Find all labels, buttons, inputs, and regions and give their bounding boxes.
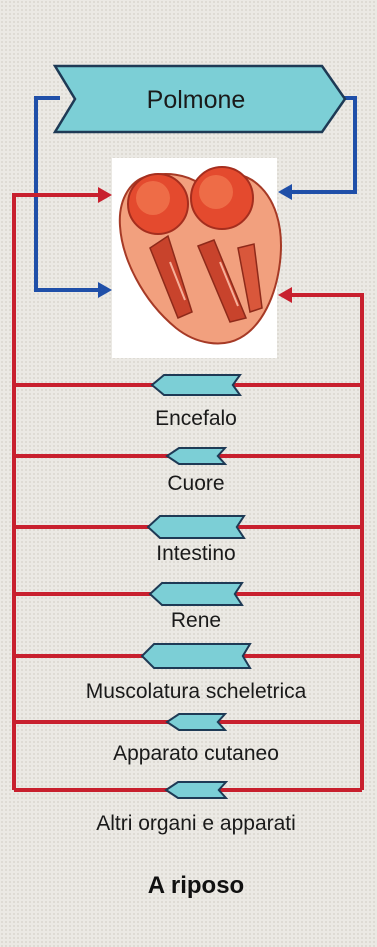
organ-row: Altri organi e apparati <box>14 782 362 835</box>
organ-label: Muscolatura scheletrica <box>86 680 307 703</box>
lung-banner: Polmone <box>55 66 345 132</box>
arterial-right-trunk <box>290 295 362 790</box>
organ-band <box>167 714 225 730</box>
heart-icon <box>112 158 281 358</box>
arrow-left-atrium-blue <box>98 282 112 298</box>
organ-band <box>150 583 242 605</box>
organ-row: Rene <box>14 583 362 632</box>
organ-label: Cuore <box>167 472 224 495</box>
organ-row: Muscolatura scheletrica <box>14 644 362 703</box>
organ-band <box>166 782 226 798</box>
arrow-left-heart-red <box>98 187 112 203</box>
organ-row: Cuore <box>14 448 362 495</box>
organ-band <box>142 644 250 668</box>
arrow-right-atrium-blue <box>278 184 292 200</box>
organ-band <box>148 516 244 538</box>
organ-row: Intestino <box>14 516 362 565</box>
lung-label: Polmone <box>147 86 246 114</box>
organ-label: Altri organi e apparati <box>96 812 296 835</box>
arrow-right-heart-red <box>278 287 292 303</box>
organ-label: Rene <box>171 609 221 632</box>
footer-title: A riposo <box>148 872 244 899</box>
organ-band <box>167 448 225 464</box>
organ-row: Encefalo <box>14 375 362 430</box>
organ-label: Apparato cutaneo <box>113 742 279 765</box>
organ-row: Apparato cutaneo <box>14 714 362 765</box>
organ-label: Intestino <box>156 542 235 565</box>
organ-band <box>152 375 240 395</box>
organ-label: Encefalo <box>155 407 237 430</box>
